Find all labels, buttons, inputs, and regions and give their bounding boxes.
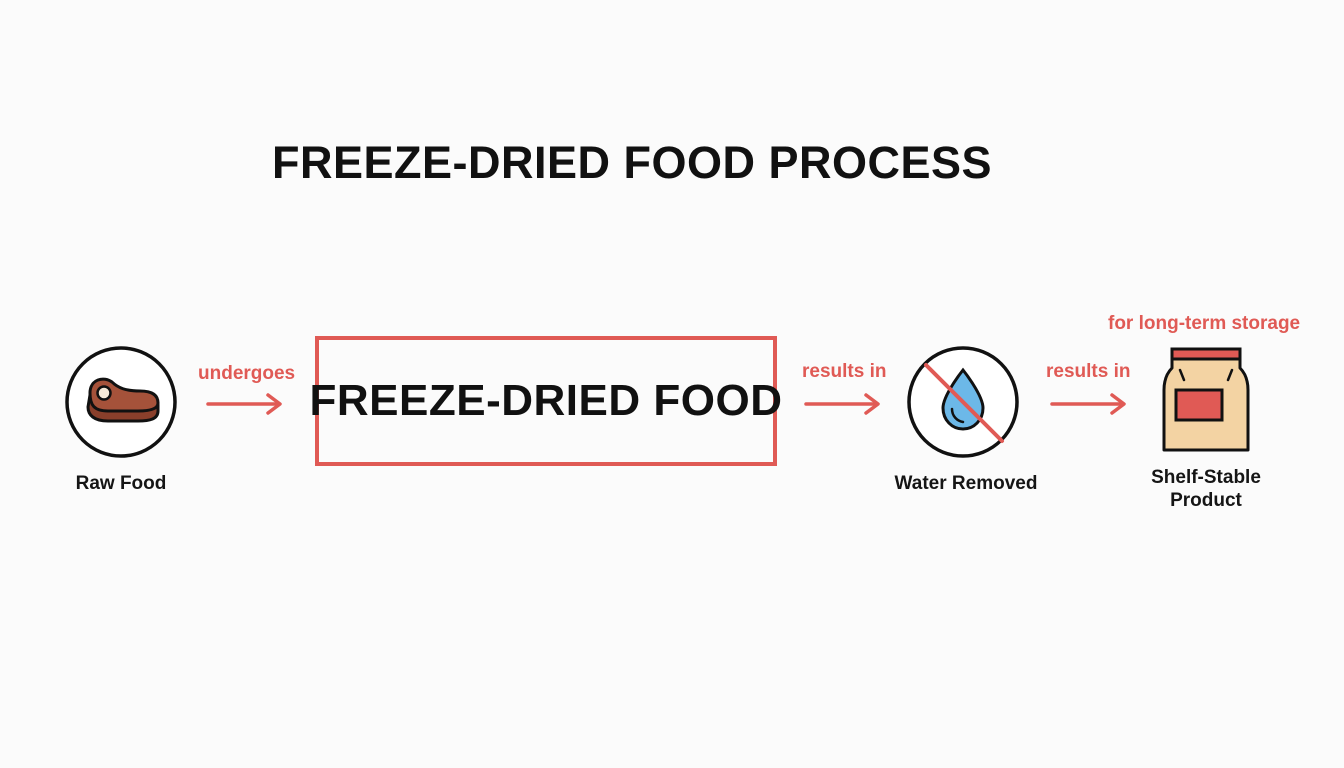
- storage-annotation: for long-term storage: [1108, 313, 1301, 334]
- shelf-stable-label-line1: Shelf-Stable: [1151, 467, 1261, 488]
- no-water-drop-icon: [907, 346, 1019, 458]
- arrow-raw-to-main: [206, 393, 282, 415]
- main-concept-label: FREEZE-DRIED FOOD: [309, 376, 783, 425]
- shelf-stable-label: Shelf-Stable Product: [1136, 466, 1276, 512]
- diagram-title: FREEZE-DRIED FOOD PROCESS: [272, 137, 993, 188]
- arrow-main-to-water: [804, 393, 880, 415]
- water-removed-label: Water Removed: [894, 473, 1038, 494]
- main-concept-box: FREEZE-DRIED FOOD: [310, 336, 782, 466]
- raw-food-label: Raw Food: [75, 473, 167, 494]
- meat-icon: [65, 346, 177, 458]
- food-bag-icon: [1162, 347, 1250, 452]
- shelf-stable-label-line2: Product: [1170, 490, 1242, 511]
- edge-label-undergoes: undergoes: [198, 363, 296, 384]
- edge-label-results-in-2: results in: [1046, 361, 1131, 382]
- edge-label-results-in-1: results in: [802, 361, 887, 382]
- arrow-water-to-product: [1050, 393, 1126, 415]
